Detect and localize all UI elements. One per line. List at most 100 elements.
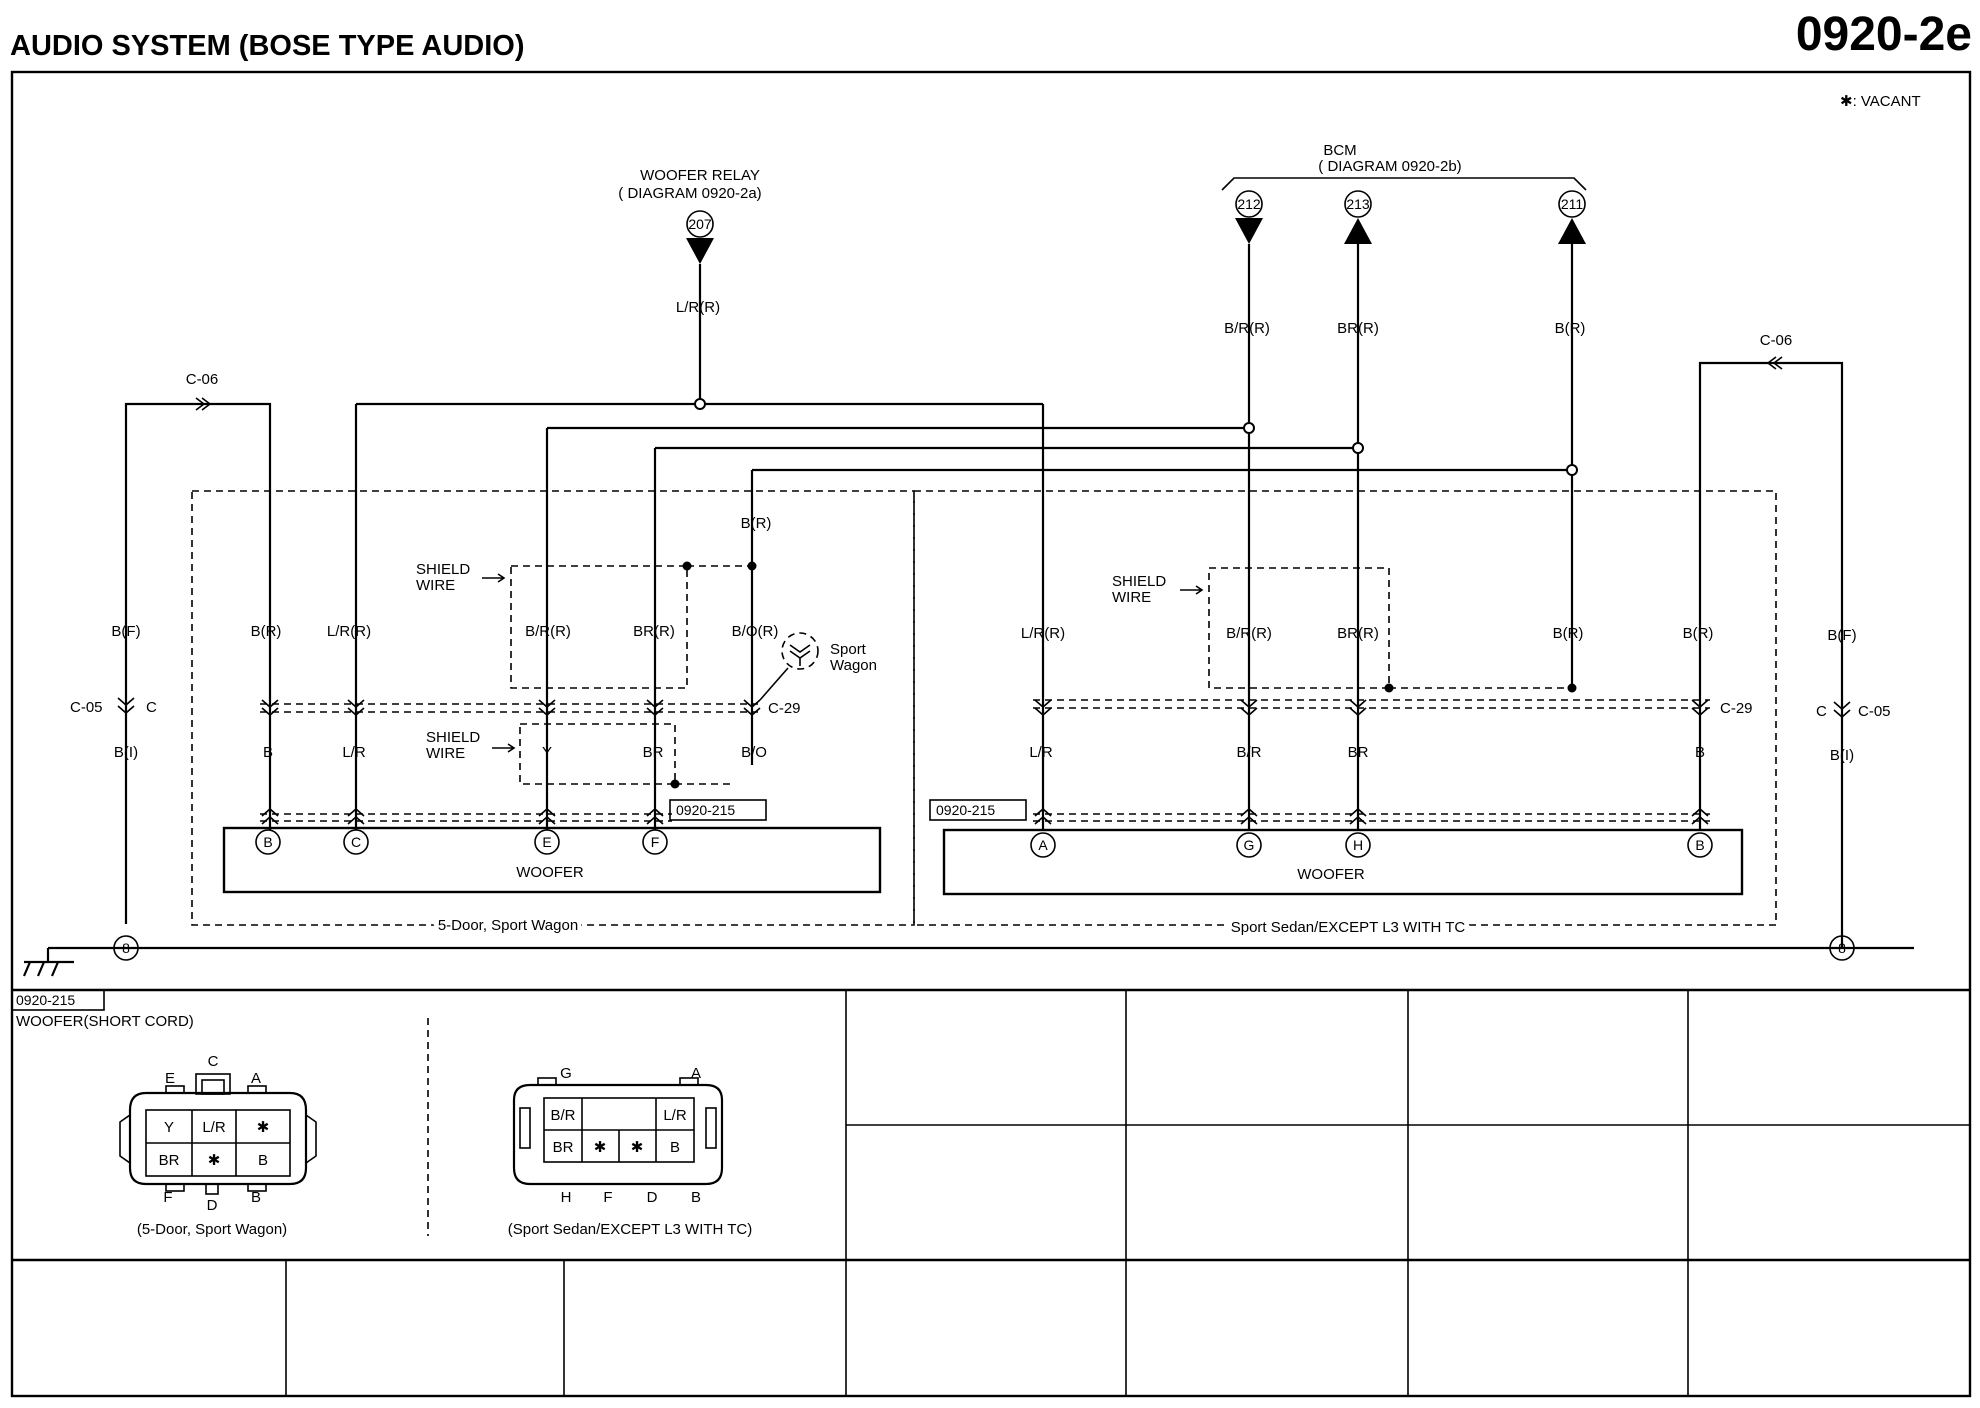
connector-caption: (Sport Sedan/EXCEPT L3 WITH TC) <box>508 1221 753 1238</box>
woofer-relay-label: WOOFER RELAY <box>640 167 760 184</box>
connector-face-5door <box>119 1073 317 1195</box>
arrow-down-icon <box>686 238 714 264</box>
wire-label: B/R(R) <box>525 623 571 640</box>
ref-tag <box>669 799 767 821</box>
wire-label: B(I) <box>1830 747 1854 764</box>
pin-letter: G <box>560 1065 572 1082</box>
wire-label: L/R(R) <box>1021 625 1065 642</box>
terminal-213-label: 213 <box>1346 196 1370 212</box>
wire-label: L/R(R) <box>327 623 371 640</box>
cell: B/R <box>550 1107 575 1124</box>
shield-wire-label: WIRE <box>426 745 465 762</box>
shield-box <box>1208 567 1390 689</box>
connector-marks <box>117 697 1851 825</box>
wire-label: BR <box>1348 744 1369 761</box>
shield-wire-label: WIRE <box>416 577 455 594</box>
bcm-label: BCM <box>1323 142 1356 159</box>
pin-letter: D <box>207 1197 218 1214</box>
wire-label: B/O <box>741 744 767 761</box>
arrow-up-icon <box>1344 218 1372 244</box>
legend-name: WOOFER(SHORT CORD) <box>16 1013 194 1030</box>
arrow-up-icon <box>1558 218 1586 244</box>
shield-wire-label: SHIELD <box>1112 573 1166 590</box>
pin-letter: H <box>561 1189 572 1206</box>
connector-c06-right: C-06 <box>1760 332 1793 349</box>
cell: ✱ <box>594 1139 607 1156</box>
connector-caption: (5-Door, Sport Wagon) <box>137 1221 287 1238</box>
wire-label: B <box>263 744 273 761</box>
pin-letter: F <box>603 1189 612 1206</box>
wire-label: B(I) <box>114 744 138 761</box>
cell: BR <box>159 1152 180 1169</box>
wire-label: B(R) <box>251 623 282 640</box>
terminal-207-label: 207 <box>688 216 712 232</box>
pin-letter: E <box>165 1070 175 1087</box>
pin-label: H <box>1353 837 1363 853</box>
pin-letter: B <box>251 1189 261 1206</box>
connector-c06-left: C-06 <box>186 371 219 388</box>
sport-wagon-label: Sport <box>830 641 867 658</box>
pin-letter: B <box>691 1189 701 1206</box>
ref-tag <box>11 989 105 1011</box>
wire-label-brr: B/R(R) <box>1224 320 1270 337</box>
shield-box <box>519 723 676 785</box>
pointer-arrow-icon <box>492 743 516 753</box>
connector-face-sedan <box>512 1077 724 1186</box>
pin-letter: F <box>163 1189 172 1206</box>
ground-terminal-label: 8 <box>122 940 130 956</box>
terminal-212 <box>1235 190 1263 218</box>
splice-point <box>1352 442 1364 454</box>
terminal-212-label: 212 <box>1237 196 1261 212</box>
cell: L/R <box>663 1107 687 1124</box>
woofer-relay-ref: ( DIAGRAM 0920-2a) <box>618 185 761 202</box>
terminal-207 <box>686 210 714 238</box>
pin-letter: C <box>208 1053 219 1070</box>
wire-label: Y <box>542 744 552 761</box>
woofer-label-right: WOOFER <box>1297 866 1365 883</box>
wire-label-br: B(R) <box>1555 320 1586 337</box>
sport-wagon-symbol <box>781 632 819 670</box>
cell: BR <box>553 1139 574 1156</box>
connector-mark <box>1766 356 1783 370</box>
cell: B <box>258 1152 268 1169</box>
bcm-bracket <box>1221 177 1587 191</box>
ground-terminal-left <box>113 935 139 961</box>
ground-icon <box>22 948 74 977</box>
pointer-arrow-icon <box>482 573 506 583</box>
shield-wire-label: WIRE <box>1112 589 1151 606</box>
shield-wire-label: SHIELD <box>416 561 470 578</box>
splice-point <box>1566 464 1578 476</box>
terminal-213 <box>1344 190 1372 218</box>
shield-wire-label: SHIELD <box>426 729 480 746</box>
ref-tag-label: 0920-215 <box>936 802 995 818</box>
wire-label: L/R <box>1029 744 1053 761</box>
terminal-211 <box>1558 190 1586 218</box>
connector-mark <box>195 397 212 411</box>
wire-label: BR <box>643 744 664 761</box>
region-label-left: 5-Door, Sport Wagon <box>438 917 578 934</box>
connector-c-left: C <box>146 699 157 716</box>
wire-label: B <box>1695 744 1705 761</box>
legend-ref: 0920-215 <box>16 992 75 1008</box>
page-code: 0920-2e <box>1796 8 1972 61</box>
wire-label: B/O(R) <box>732 623 779 640</box>
arrow-down-icon <box>1235 218 1263 244</box>
wire-label: B(F) <box>111 623 140 640</box>
pin-label: B <box>1695 837 1704 853</box>
wire-label-lr-relay: L/R(R) <box>676 299 720 316</box>
pin-letter: A <box>251 1070 261 1087</box>
ground-terminal-label: 8 <box>1838 940 1846 956</box>
wire-label: B(F) <box>1827 627 1856 644</box>
pin-label: F <box>651 834 660 850</box>
wire-label: B/R(R) <box>1226 625 1272 642</box>
splice-point <box>1243 422 1255 434</box>
sport-wagon-label: Wagon <box>830 657 877 674</box>
ref-tag-label: 0920-215 <box>676 802 735 818</box>
ref-tag <box>929 799 1027 821</box>
pin-label: B <box>263 834 272 850</box>
wire-label-brr2: BR(R) <box>1337 320 1379 337</box>
connector-c05-left: C-05 <box>70 699 103 716</box>
cell: L/R <box>202 1119 226 1136</box>
wire-label: B(R) <box>1683 625 1714 642</box>
